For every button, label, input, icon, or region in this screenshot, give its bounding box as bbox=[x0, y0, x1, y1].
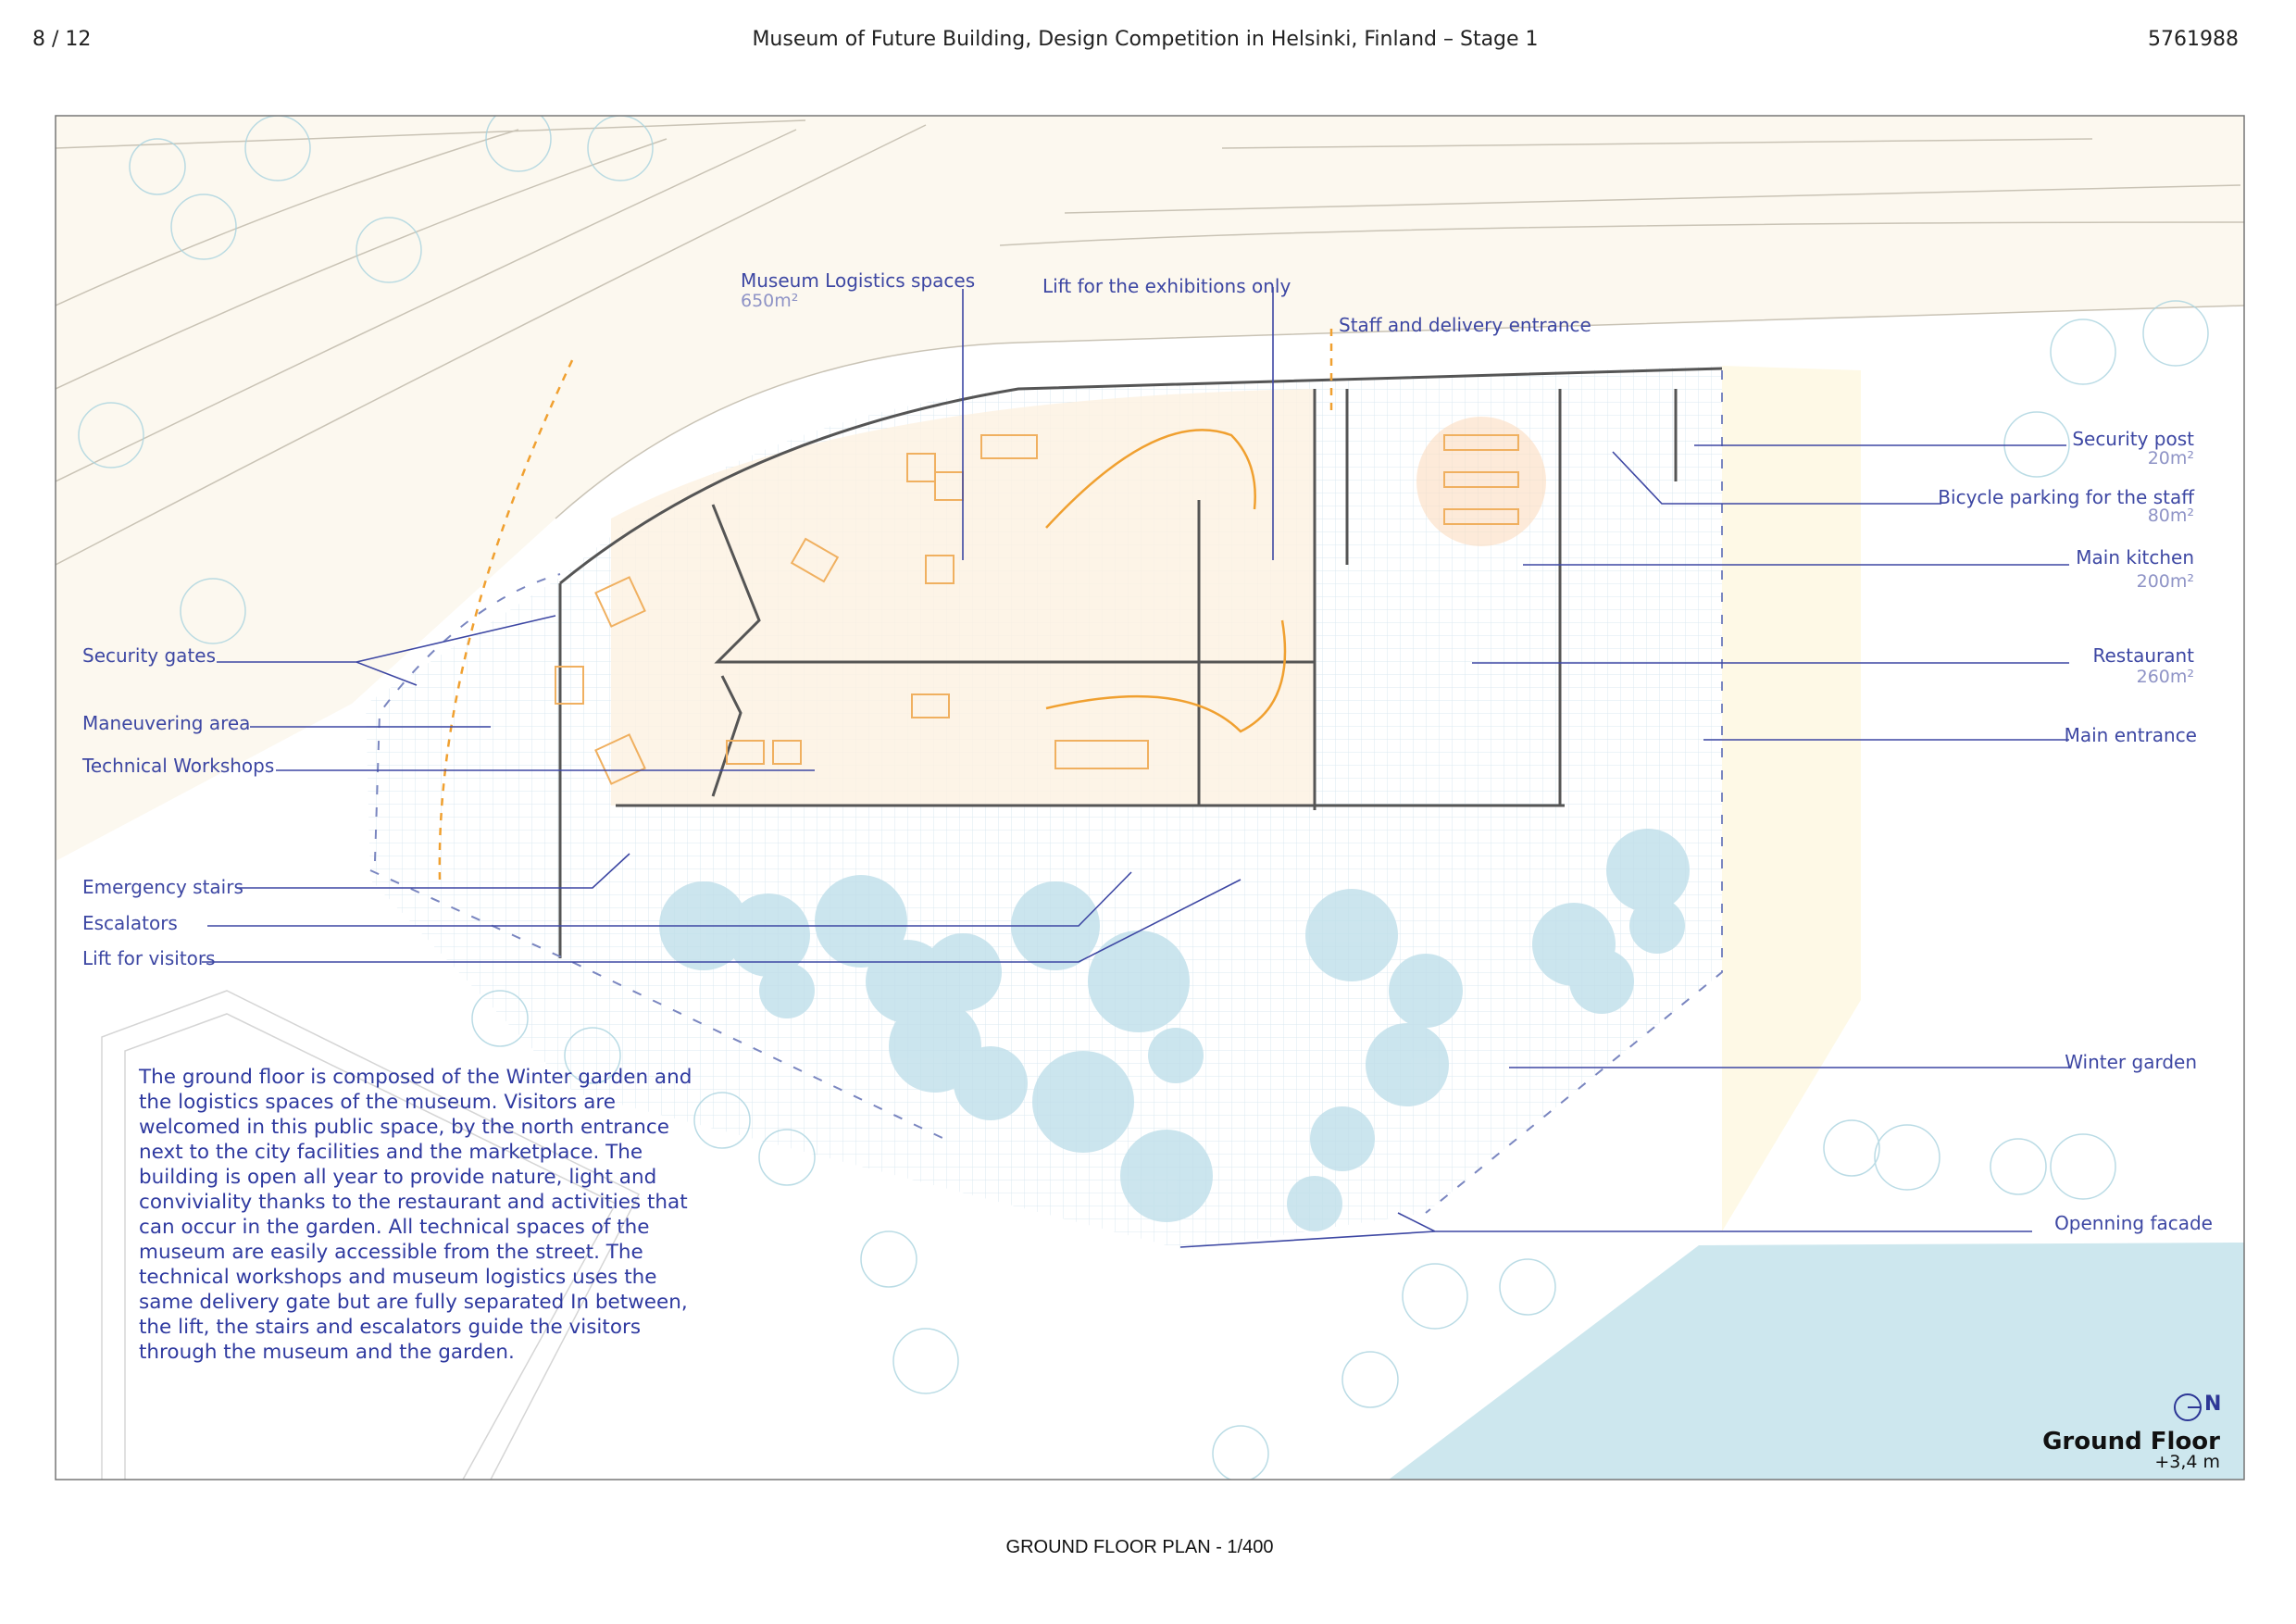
label-lift-exhibitions: Lift for the exhibitions only bbox=[1042, 275, 1292, 297]
area-bicycle-parking: 80m² bbox=[2147, 506, 2194, 526]
label-restaurant: Restaurant bbox=[2092, 644, 2195, 667]
label-maneuvering-area: Maneuvering area bbox=[82, 712, 251, 734]
street bbox=[56, 116, 2244, 861]
trees bbox=[659, 829, 1690, 1231]
label-staff-entrance: Staff and delivery entrance bbox=[1339, 314, 1591, 336]
area-security-post: 20m² bbox=[2147, 448, 2194, 468]
north-label: N bbox=[2204, 1393, 2222, 1416]
water bbox=[1389, 1243, 2244, 1480]
leader-lines bbox=[202, 287, 2069, 1248]
label-lift-for-visitors: Lift for visitors bbox=[82, 947, 216, 969]
label-security-gates: Security gates bbox=[82, 644, 217, 667]
page-title: Museum of Future Building, Design Compet… bbox=[752, 28, 1539, 51]
label-main-kitchen: Main kitchen bbox=[2076, 546, 2194, 568]
label-technical-workshops: Technical Workshops bbox=[82, 755, 275, 777]
north-arrow-icon bbox=[2174, 1393, 2202, 1421]
label-bicycle-parking: Bicycle parking for the staff bbox=[1938, 486, 2194, 508]
label-security-post: Security post bbox=[2072, 428, 2194, 450]
floor-title: Ground Floor +3,4 m bbox=[2042, 1430, 2220, 1471]
area-museum-logistics: 650m² bbox=[741, 291, 799, 311]
label-winter-garden: Winter garden bbox=[2065, 1051, 2197, 1073]
area-main-kitchen: 200m² bbox=[2136, 571, 2194, 592]
floor-elevation: +3,4 m bbox=[2154, 1452, 2220, 1472]
entry-id: 5761988 bbox=[2148, 28, 2239, 51]
label-main-entrance: Main entrance bbox=[2064, 724, 2197, 746]
plan-caption: GROUND FLOOR PLAN - 1/400 bbox=[1005, 1537, 1274, 1557]
floor-name: Ground Floor bbox=[2042, 1428, 2220, 1455]
label-escalators: Escalators bbox=[82, 912, 178, 934]
page-number: 8 / 12 bbox=[32, 28, 92, 51]
area-restaurant: 260m² bbox=[2136, 667, 2194, 687]
label-emergency-stairs: Emergency stairs bbox=[82, 876, 243, 898]
label-museum-logistics: Museum Logistics spaces bbox=[741, 269, 976, 292]
description-text: The ground floor is composed of the Wint… bbox=[139, 1066, 693, 1364]
label-opening-facade: Openning facade bbox=[2054, 1212, 2213, 1234]
